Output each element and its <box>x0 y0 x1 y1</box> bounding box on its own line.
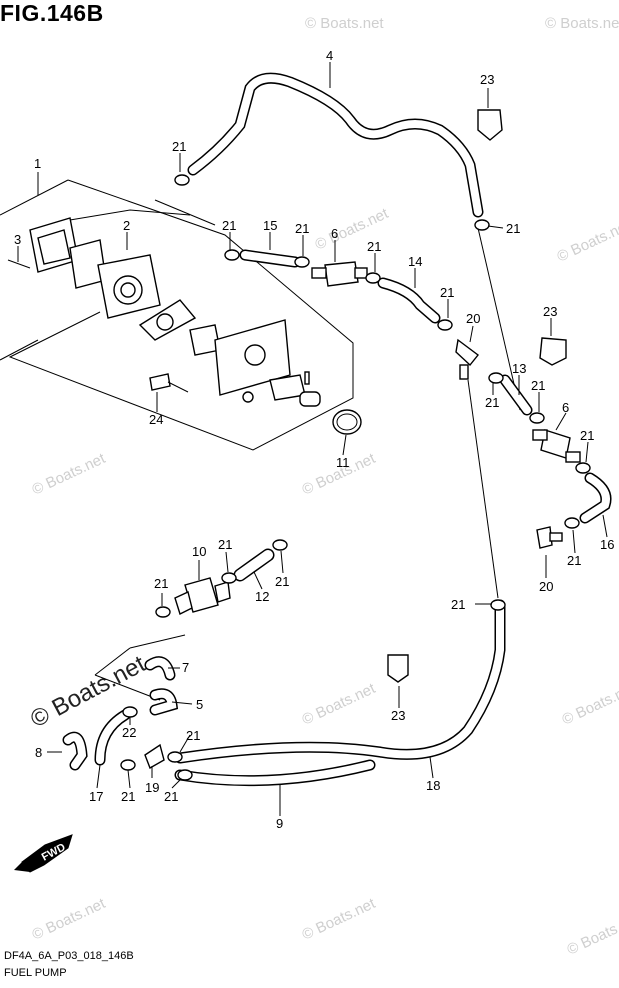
callout-7: 7 <box>182 660 189 675</box>
callout-23: 23 <box>391 708 405 723</box>
callout-12: 12 <box>255 589 269 604</box>
callout-9: 9 <box>276 816 283 831</box>
watermarks: © Boats.net © Boats.net © Boats.net © Bo… <box>26 15 619 959</box>
callout-5: 5 <box>196 697 203 712</box>
callout-21: 21 <box>451 597 465 612</box>
callout-21: 21 <box>186 728 200 743</box>
callout-labels: 1 2 3 4 5 6 6 7 8 9 10 11 12 13 14 15 16… <box>14 48 614 831</box>
watermark: © Boats.net <box>300 895 379 944</box>
watermark: © Boats.net <box>555 217 619 266</box>
callout-2: 2 <box>123 218 130 233</box>
fuel-hose-9 <box>174 759 376 787</box>
fuel-hose-15 <box>239 249 301 268</box>
callout-21: 21 <box>485 395 499 410</box>
t-fittings <box>455 338 563 549</box>
figure-title: FIG.146B <box>0 0 104 26</box>
callout-18: 18 <box>426 778 440 793</box>
watermark: © Boats.net <box>30 895 109 944</box>
callout-15: 15 <box>263 218 277 233</box>
callout-20: 20 <box>466 311 480 326</box>
callout-21: 21 <box>154 576 168 591</box>
callout-21: 21 <box>567 553 581 568</box>
callout-21: 21 <box>531 378 545 393</box>
watermark: © Boats.net <box>560 680 619 729</box>
callout-21: 21 <box>164 789 178 804</box>
fuel-pump-body <box>7 217 362 435</box>
callout-16: 16 <box>600 537 614 552</box>
callout-24: 24 <box>149 412 163 427</box>
fuel-hose-4 <box>187 72 484 218</box>
callout-10: 10 <box>192 544 206 559</box>
callout-21: 21 <box>218 537 232 552</box>
callout-4: 4 <box>326 48 333 63</box>
fuel-filter-10 <box>174 577 231 615</box>
callout-23: 23 <box>480 72 494 87</box>
callout-22: 22 <box>122 725 136 740</box>
fuel-hose-16 <box>579 472 612 524</box>
watermark: © Boats.net <box>30 450 109 499</box>
fuel-hose-14 <box>377 277 441 324</box>
diagram-name: FUEL PUMP <box>4 967 67 979</box>
fwd-arrow-icon: FWD <box>14 834 73 873</box>
fuel-hose-18 <box>174 227 521 764</box>
small-hoses <box>62 656 179 771</box>
watermark: © Boats.net <box>545 15 619 32</box>
callout-21: 21 <box>222 218 236 233</box>
watermark: © Boats.net <box>305 15 384 32</box>
fuel-hose-13 <box>499 374 533 416</box>
fuel-hose-12 <box>233 548 275 582</box>
callout-21: 21 <box>121 789 135 804</box>
diagram-code: DF4A_6A_P03_018_146B <box>4 950 134 962</box>
callout-3: 3 <box>14 232 21 247</box>
callout-21: 21 <box>172 139 186 154</box>
check-valves <box>311 261 581 463</box>
callout-6: 6 <box>562 400 569 415</box>
fwd-label: FWD <box>40 841 68 863</box>
callout-23: 23 <box>543 304 557 319</box>
hose-clamps <box>120 174 591 781</box>
leader-lines <box>17 62 608 816</box>
callout-21: 21 <box>440 285 454 300</box>
callout-13: 13 <box>512 361 526 376</box>
callout-19: 19 <box>145 780 159 795</box>
watermark: © Boats.net <box>565 910 619 959</box>
pump-assembly-frame <box>0 179 354 701</box>
callout-1: 1 <box>34 156 41 171</box>
callout-20: 20 <box>539 579 553 594</box>
callout-21: 21 <box>275 574 289 589</box>
watermark: © Boats.net <box>300 680 379 729</box>
callout-8: 8 <box>35 745 42 760</box>
callout-17: 17 <box>89 789 103 804</box>
callout-21: 21 <box>580 428 594 443</box>
callout-6: 6 <box>331 226 338 241</box>
watermark-bold: © Boats.net <box>26 650 150 733</box>
callout-11: 11 <box>336 455 350 470</box>
callout-21: 21 <box>295 221 309 236</box>
callout-14: 14 <box>408 254 422 269</box>
clips <box>387 109 567 683</box>
callout-21: 21 <box>506 221 520 236</box>
callout-21: 21 <box>367 239 381 254</box>
